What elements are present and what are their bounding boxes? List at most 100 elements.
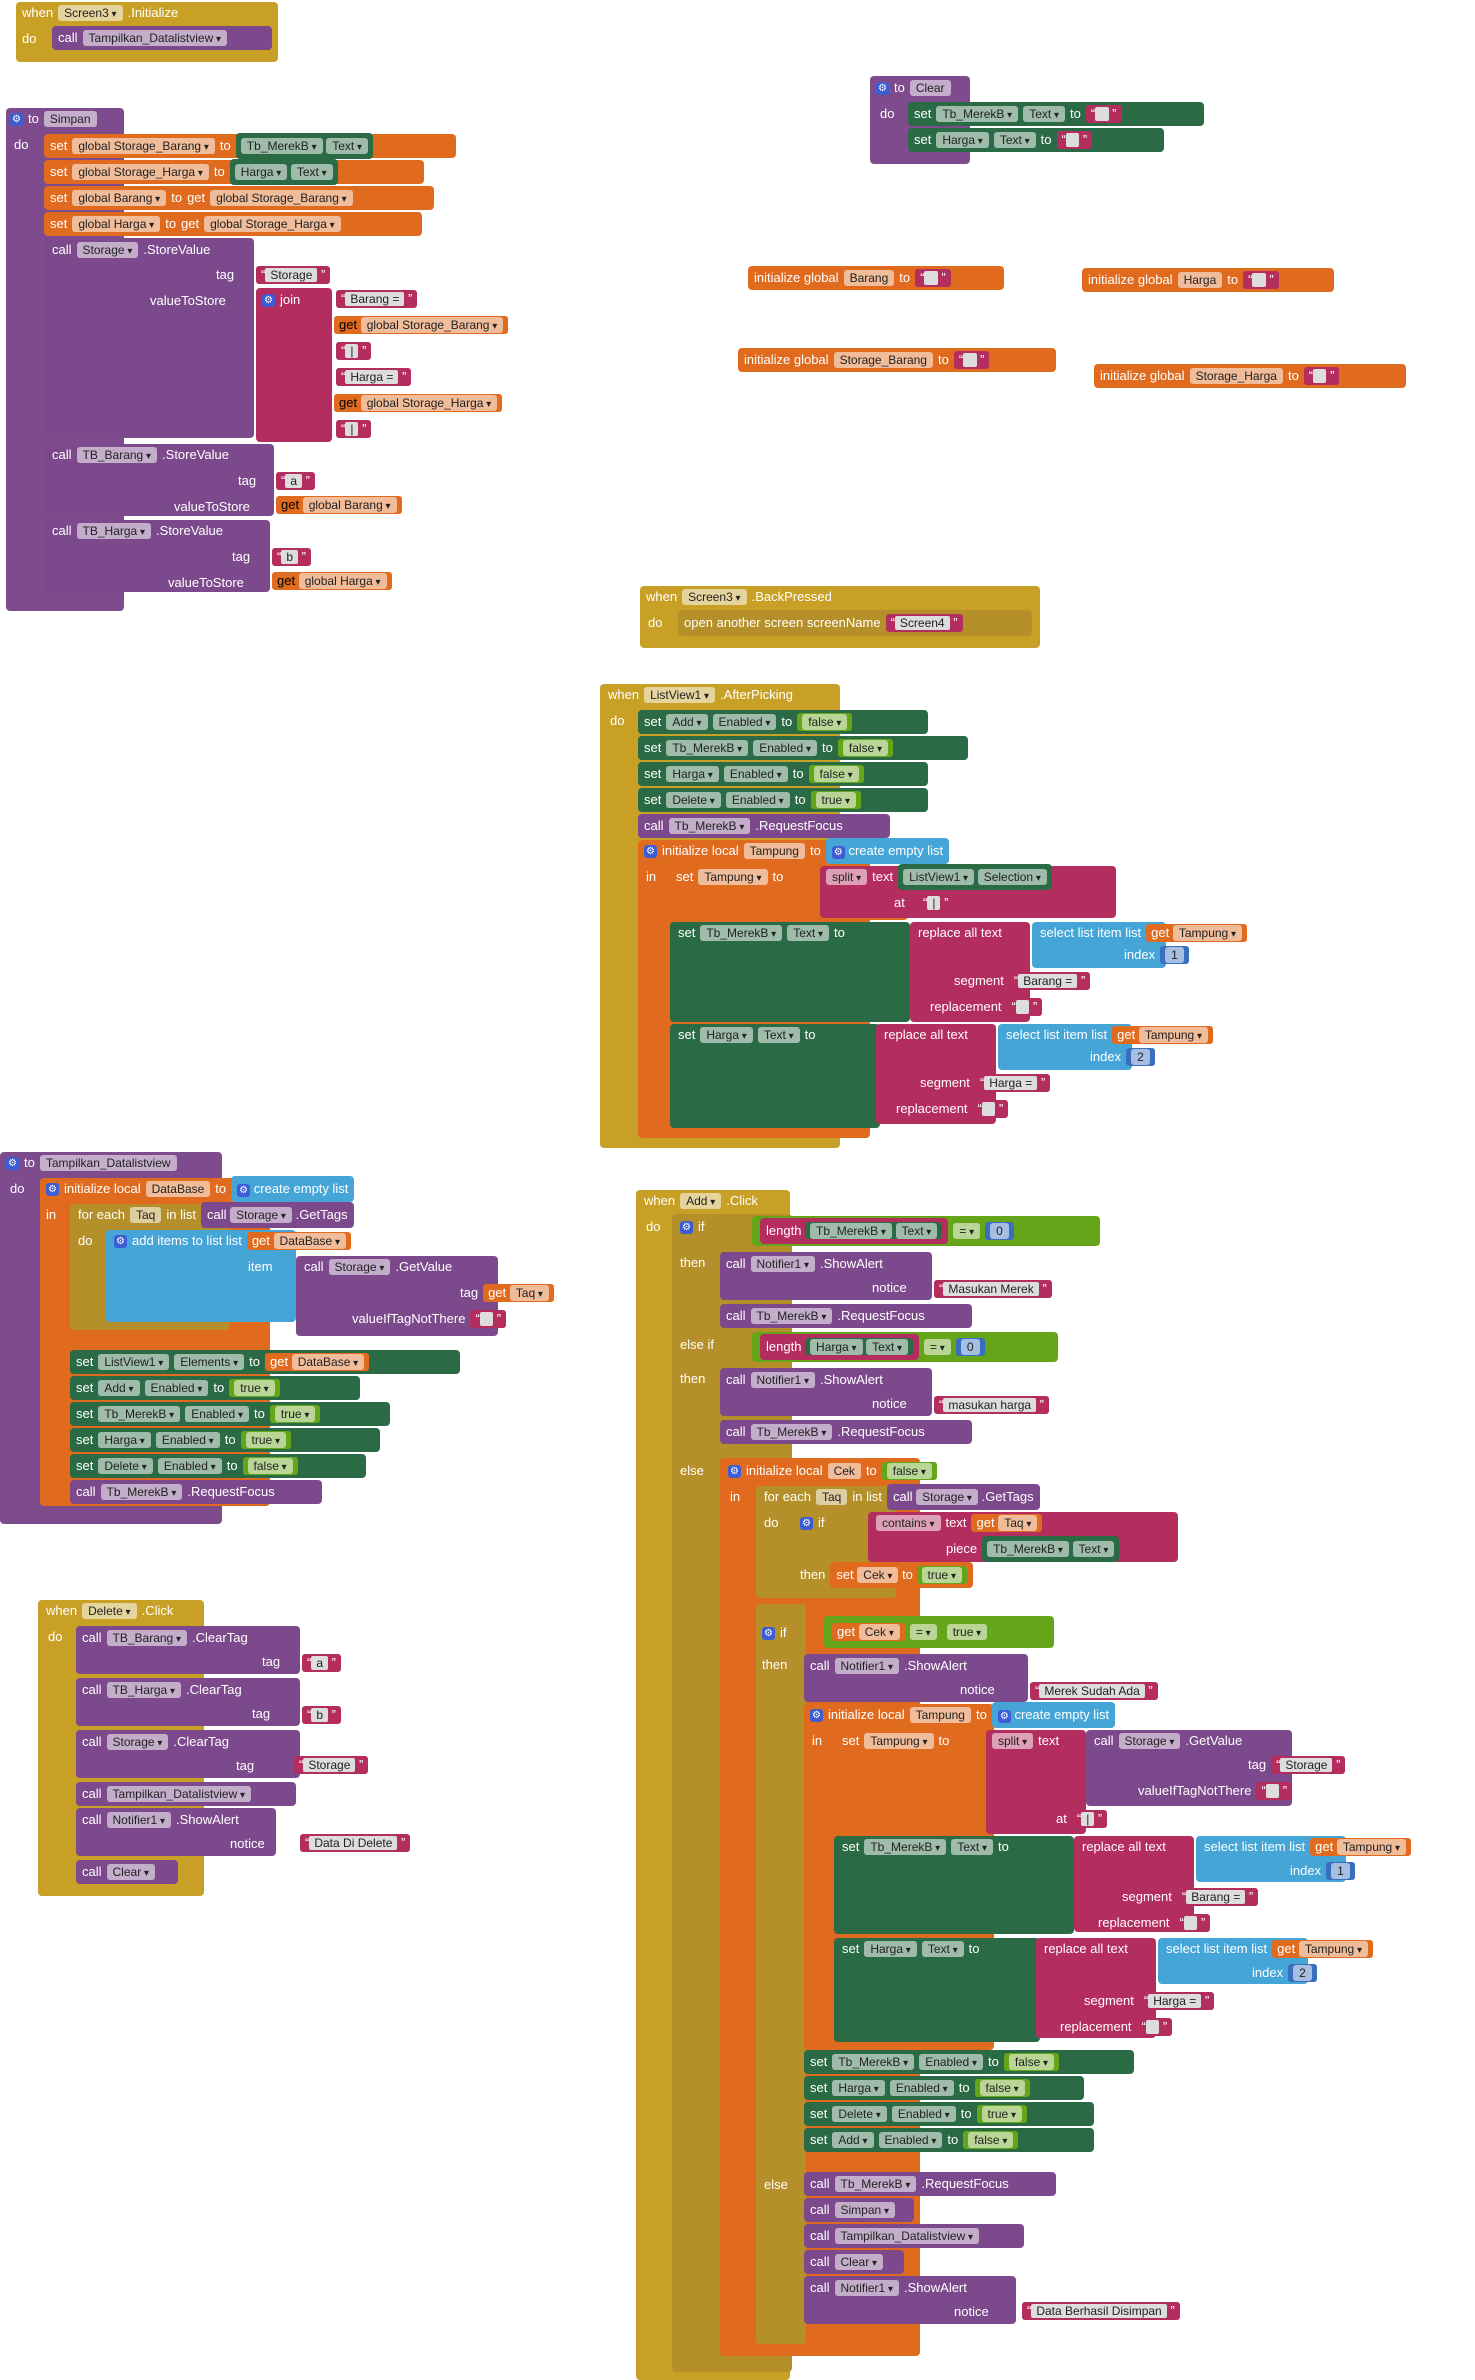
gear-icon[interactable]: ⚙	[114, 1234, 127, 1248]
create-empty-list-block[interactable]: ⚙ create empty list	[991, 1702, 1116, 1728]
boolean-block[interactable]: false	[881, 1462, 937, 1480]
set-harga-enabled-block[interactable]: setHargaEnabledtofalse	[804, 2076, 1084, 2100]
gear-icon[interactable]: ⚙	[800, 1516, 813, 1530]
set-harga-enabled-block[interactable]: setHargaEnabledtotrue	[70, 1428, 380, 1452]
get-block[interactable]: get DataBase	[246, 1232, 352, 1250]
string-block[interactable]: |	[1071, 1810, 1108, 1828]
component-dropdown[interactable]: Tb_MerekB	[668, 818, 751, 834]
boolean-block[interactable]: true	[941, 1623, 993, 1641]
set-delete-enabled-block[interactable]: setDeleteEnabledtofalse	[70, 1454, 366, 1478]
string-block[interactable]: b	[302, 1706, 341, 1724]
component-dropdown[interactable]: Screen3	[58, 5, 123, 21]
local-name-field[interactable]: Tampung	[743, 843, 805, 859]
storage-gettags-block[interactable]: call Storage .GetTags	[200, 1202, 354, 1228]
property-dropdown[interactable]: Text	[1072, 1541, 1115, 1557]
property-dropdown[interactable]: Text	[895, 1223, 938, 1239]
number-value[interactable]: 0	[960, 1339, 980, 1355]
set-harga-text-block[interactable]: set Harga Text to	[908, 128, 1164, 152]
number-block[interactable]: 2	[1126, 1048, 1155, 1066]
string-block[interactable]: Masukan Merek	[934, 1280, 1052, 1298]
component-dropdown[interactable]: Storage	[916, 1489, 978, 1505]
component-getter[interactable]: Tb_MerekB Text	[982, 1536, 1120, 1562]
open-another-screen-block[interactable]: open another screen screenName Screen4	[678, 610, 1032, 636]
component-dropdown[interactable]: TB_Barang	[76, 447, 158, 463]
component-dropdown[interactable]: Harga	[700, 1027, 753, 1043]
string-block[interactable]: |	[336, 342, 372, 360]
component-dropdown[interactable]: Tb_MerekB	[810, 1223, 892, 1239]
set-tb-merekb-text-block[interactable]: set Tb_MerekB Text to	[908, 102, 1204, 126]
string-block[interactable]: b	[272, 548, 311, 566]
empty-string-block[interactable]	[953, 351, 990, 369]
property-dropdown[interactable]: Elements	[174, 1354, 245, 1370]
storage-storevalue-block[interactable]	[44, 238, 254, 438]
component-dropdown[interactable]: Harga	[98, 1432, 151, 1448]
property-dropdown[interactable]: Enabled	[891, 2106, 956, 2122]
empty-string-block[interactable]	[470, 1310, 507, 1328]
component-getter[interactable]: Tb_MerekB Text	[235, 133, 374, 159]
get-variable-dropdown[interactable]: Tampung	[1172, 925, 1243, 941]
empty-string-block[interactable]	[1243, 271, 1279, 289]
boolean-block[interactable]: false	[242, 1457, 298, 1475]
get-variable-dropdown[interactable]: DataBase	[273, 1233, 347, 1249]
set-cek-block[interactable]: set Cek to true	[830, 1562, 974, 1588]
empty-string-block[interactable]	[915, 269, 951, 287]
init-global-harga-block[interactable]: initialize global Harga to	[1082, 268, 1334, 292]
number-value[interactable]: 1	[1331, 1863, 1350, 1879]
number-value[interactable]: 2	[1293, 1965, 1312, 1981]
boolean-dropdown[interactable]: true	[234, 1380, 275, 1396]
string-block[interactable]: Barang =	[1008, 972, 1091, 990]
set-storage-barang-block[interactable]: set global Storage_Barang to Tb_MerekB T…	[44, 133, 456, 159]
split-dropdown[interactable]: split	[992, 1733, 1034, 1749]
component-dropdown[interactable]: Storage	[328, 1259, 391, 1275]
local-name-field[interactable]: DataBase	[145, 1181, 211, 1197]
set-listview1-elements-block[interactable]: setListView1Elementstoget DataBase	[70, 1350, 460, 1374]
set-delete-enabled-block[interactable]: setDeleteEnabledtotrue	[638, 788, 928, 812]
component-dropdown[interactable]: Tb_MerekB	[666, 740, 749, 756]
procedure-dropdown[interactable]: Tampilkan_Datalistview	[82, 30, 228, 46]
string-block[interactable]: Harga =	[1138, 1992, 1215, 2010]
property-dropdown[interactable]: Enabled	[725, 792, 790, 808]
call-clear-block[interactable]: call Clear	[76, 1860, 178, 1884]
boolean-block[interactable]: true	[810, 791, 862, 809]
split-dropdown[interactable]: split	[826, 869, 868, 885]
boolean-dropdown[interactable]: false	[842, 740, 889, 756]
component-dropdown[interactable]: Tb_MerekB	[240, 138, 323, 154]
component-dropdown[interactable]: Harga	[234, 164, 288, 180]
component-dropdown[interactable]: Screen3	[682, 589, 747, 605]
get-block[interactable]: get Taq	[971, 1514, 1043, 1532]
component-dropdown[interactable]: Add	[98, 1380, 140, 1396]
notifier-showalert-block[interactable]: call Notifier1 .ShowAlert notice	[720, 1368, 932, 1416]
boolean-block[interactable]: true	[976, 2105, 1028, 2123]
set-harga-enabled-block[interactable]: setHargaEnabledtofalse	[638, 762, 928, 786]
length-block[interactable]: length Tb_MerekB Text	[760, 1218, 949, 1244]
set-add-enabled-block[interactable]: setAddEnabledtotrue	[70, 1376, 360, 1400]
component-dropdown[interactable]: Harga	[810, 1339, 863, 1355]
string-block[interactable]: Storage	[256, 266, 331, 284]
variable-dropdown[interactable]: global Storage_Barang	[72, 138, 215, 154]
number-value[interactable]: 1	[1165, 947, 1184, 963]
component-dropdown[interactable]: Harga	[666, 766, 719, 782]
component-dropdown[interactable]: ListView1	[98, 1354, 170, 1370]
get-variable-dropdown[interactable]: Taq	[509, 1285, 549, 1301]
join-block[interactable]	[256, 288, 332, 442]
component-dropdown[interactable]: Notifier1	[750, 1256, 816, 1272]
local-name-field[interactable]: Tampung	[909, 1707, 971, 1723]
procedure-dropdown[interactable]: Clear	[834, 2254, 884, 2270]
component-dropdown[interactable]: Notifier1	[750, 1372, 816, 1388]
empty-string-block[interactable]	[1256, 1782, 1293, 1800]
component-dropdown[interactable]: Delete	[666, 792, 721, 808]
global-name-field[interactable]: Storage_Harga	[1189, 368, 1283, 384]
gear-icon[interactable]: ⚙	[6, 1156, 19, 1170]
property-dropdown[interactable]: Enabled	[144, 1380, 209, 1396]
component-dropdown[interactable]: Tb_MerekB	[987, 1541, 1069, 1557]
gear-icon[interactable]: ⚙	[644, 844, 657, 858]
empty-string-block[interactable]	[1006, 998, 1043, 1016]
gear-icon[interactable]: ⚙	[46, 1182, 59, 1196]
component-dropdown[interactable]: TB_Harga	[106, 1682, 182, 1698]
property-dropdown[interactable]: Enabled	[185, 1406, 250, 1422]
variable-dropdown[interactable]: global Barang	[72, 190, 167, 206]
